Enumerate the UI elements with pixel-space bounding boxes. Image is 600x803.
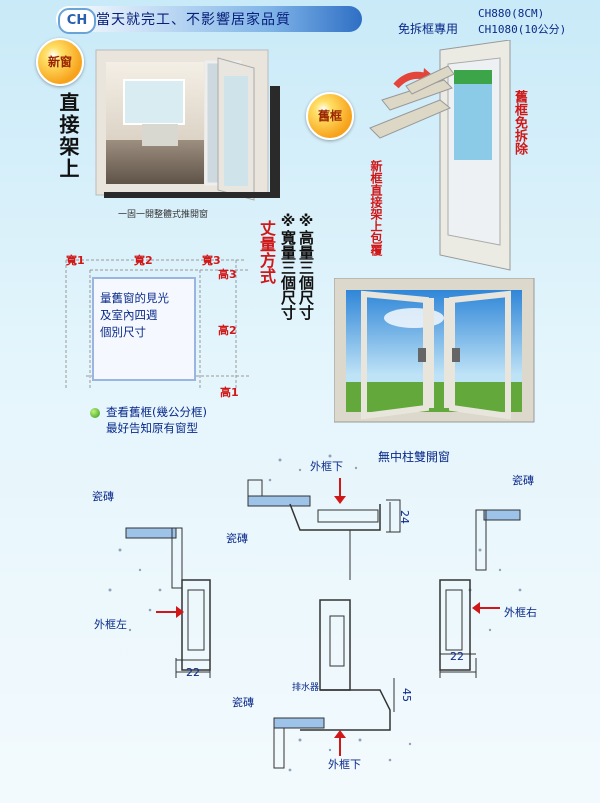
old-frame-keep-text: 舊框免拆除 bbox=[512, 90, 527, 155]
dim-45: 45 bbox=[400, 688, 413, 702]
dim-22-left: 22 bbox=[186, 666, 200, 679]
tile-label-bottom: 瓷磚 bbox=[232, 696, 254, 709]
new-window-caption: 一固一開整體式推開窗 bbox=[118, 210, 209, 220]
measure-title: 丈量方式 bbox=[257, 220, 276, 284]
headline-text: 當天就完工、不影響居家品質 bbox=[96, 12, 291, 28]
tip-line-2: 最好告知原有窗型 bbox=[106, 421, 198, 435]
tip-text: 查看舊框(幾公分框) 最好告知原有窗型 bbox=[106, 404, 207, 436]
measure-diagram-lines bbox=[65, 259, 250, 390]
spec-model-1: CH880(8CM) bbox=[478, 7, 545, 20]
spec-label: 免拆框專用 bbox=[398, 22, 459, 36]
old-frame-photo bbox=[369, 40, 511, 271]
headline-bar bbox=[56, 6, 362, 32]
new-frame-cover-text: 新框直接架上包覆 bbox=[369, 160, 383, 256]
height-label-3: 高3 bbox=[218, 268, 237, 281]
tile-label-right: 瓷磚 bbox=[512, 474, 534, 487]
tile-label-top: 瓷磚 bbox=[226, 532, 248, 545]
frame-bottom-label: 外框下 bbox=[328, 758, 361, 771]
width-label-1: 寬1 bbox=[66, 254, 85, 267]
measure-box-line-2: 及室內四週 bbox=[100, 308, 158, 322]
tip-line-1: 查看舊框(幾公分框) bbox=[106, 405, 207, 419]
measure-box-text: 量舊窗的見光 及室內四週 個別尺寸 bbox=[100, 290, 169, 341]
height-label-1: 高1 bbox=[220, 386, 239, 399]
install-direct-title: 直接架上 bbox=[56, 92, 80, 180]
measure-note-height: ※高量三個尺寸 bbox=[297, 212, 315, 320]
measure-box-line-3: 個別尺寸 bbox=[100, 325, 146, 339]
dim-24: 24 bbox=[398, 510, 411, 524]
tip-bullet-icon bbox=[90, 408, 100, 418]
height-label-2: 高2 bbox=[218, 324, 237, 337]
spec-model-2: CH1080(10公分) bbox=[478, 23, 567, 36]
new-window-bubble: 新窗 bbox=[36, 38, 84, 86]
width-label-2: 寬2 bbox=[134, 254, 153, 267]
old-frame-bubble: 舊框 bbox=[306, 92, 354, 140]
frame-bottom-top-label: 外框下 bbox=[310, 460, 343, 473]
frame-left-label: 外框左 bbox=[94, 618, 127, 631]
measure-box-line-1: 量舊窗的見光 bbox=[100, 291, 169, 305]
measure-note-width: ※寬量三個尺寸 bbox=[279, 212, 297, 320]
double-window-caption: 無中柱雙開窗 bbox=[378, 450, 451, 464]
dim-22-right: 22 bbox=[450, 650, 464, 663]
double-window-photo bbox=[334, 278, 535, 423]
drain-label: 排水器 bbox=[292, 683, 320, 693]
section-diagram bbox=[108, 454, 522, 772]
width-label-3: 寬3 bbox=[202, 254, 221, 267]
frame-right-label: 外框右 bbox=[504, 606, 537, 619]
tile-label-left: 瓷磚 bbox=[92, 490, 114, 503]
new-window-photo bbox=[95, 49, 280, 201]
measure-box bbox=[92, 277, 196, 381]
ch-badge: CH bbox=[58, 8, 96, 34]
